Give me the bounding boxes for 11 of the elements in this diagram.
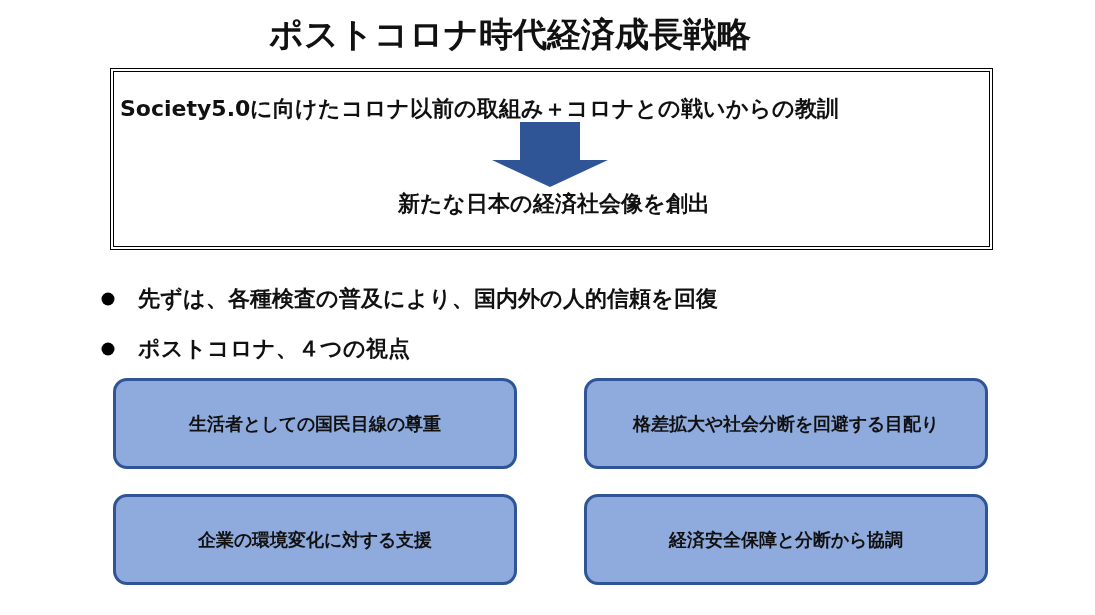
viewpoint-box: 生活者としての国民目線の尊重 [113, 378, 517, 469]
statement-text: 新たな日本の経済社会像を創出 [304, 189, 804, 223]
frame-box [110, 68, 993, 250]
bullet-text: ポストコロナ、４つの視点 [138, 335, 410, 363]
viewpoint-box: 企業の環境変化に対する支援 [113, 494, 517, 585]
block-arrow [492, 122, 608, 187]
viewpoint-box: 経済安全保障と分断から協調 [584, 494, 988, 585]
title: ポストコロナ時代経済成長戦略 [268, 13, 752, 56]
viewpoint-box: 格差拡大や社会分断を回避する目配り [584, 378, 988, 469]
bullet-text: 先ずは、各種検査の普及により、国内外の人的信頼を回復 [138, 285, 718, 313]
statement-text: Society5.0に向けたコロナ以前の取組み＋コロナとの戦いからの教訓 [120, 94, 980, 124]
